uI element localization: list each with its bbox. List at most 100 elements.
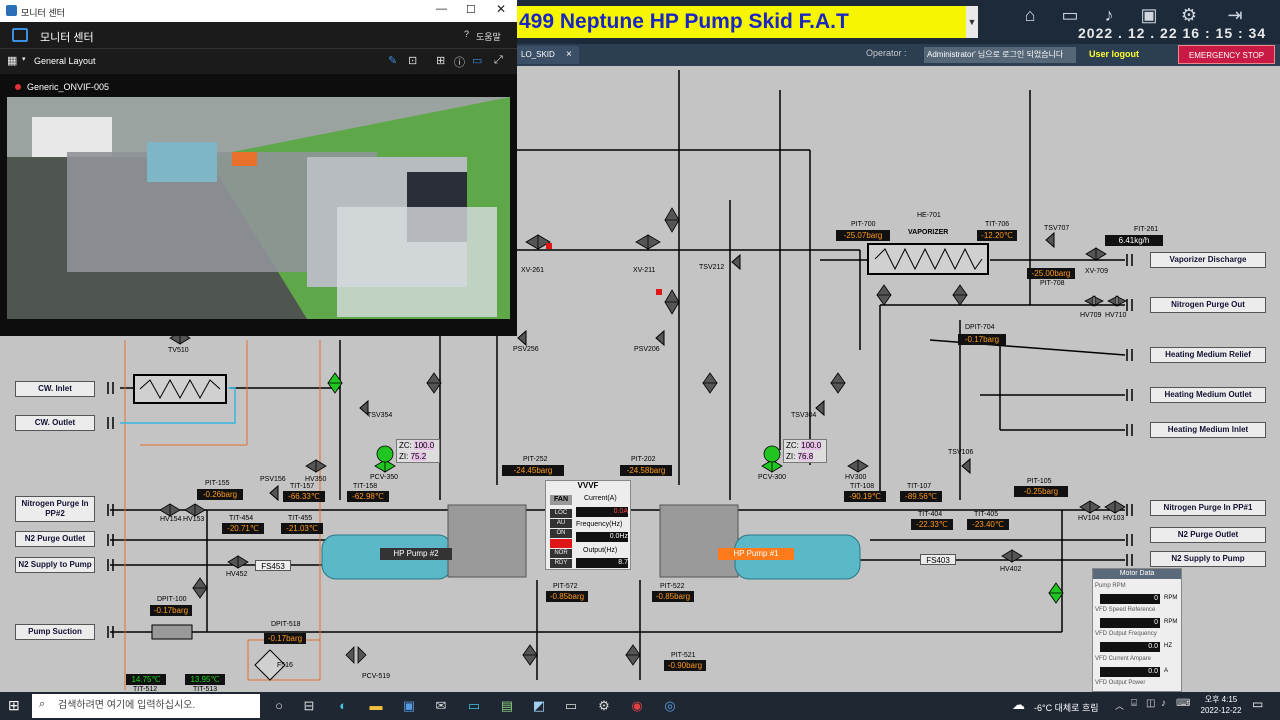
chevron-down-icon[interactable]: ▾ [22,56,26,63]
valve-label: PSV206 [634,346,660,353]
clock-date[interactable]: 2022-12-22 [1200,706,1242,715]
valve-label: XV-709 [1085,268,1108,275]
cortana-icon[interactable]: ○ [275,698,283,713]
valve-label: HV104 [1078,515,1100,522]
fit261-value: 6.41kg/h [1105,235,1163,246]
keyboard-icon[interactable]: ⌨ [1176,698,1191,709]
dest-heating-medium-outlet[interactable]: Heating Medium Outlet [1150,387,1266,403]
home-icon[interactable]: ⌂ [1024,5,1036,25]
pump1-label[interactable]: HP Pump #1 [718,548,794,560]
app-icon-4[interactable]: ◉ [631,698,643,713]
volume-icon[interactable]: ♪ [1161,698,1166,709]
vvvf-freq: 0.0Hz [576,532,628,542]
layout-selector[interactable]: General Layout [34,56,96,66]
task-view-icon[interactable]: ⊟ [303,698,315,713]
src-pump-suction[interactable]: Pump Suction [15,624,95,640]
tab-lo-skid[interactable]: LO_SKID [515,46,579,64]
monitor-header: 모니터 센터 ? 도움말 [0,22,517,48]
display-mode-icon[interactable]: ⊡ [408,55,418,67]
motor-speedref-label: VFD Speed Reference [1095,607,1156,613]
monitor-icon[interactable]: ▣ [1140,5,1158,25]
settings-icon[interactable]: ⚙ [598,698,610,713]
monitor-center-icon[interactable]: ◎ [664,698,676,713]
vvvf-fan[interactable]: FAN [550,495,572,505]
pit105-label: PIT-105 [1027,478,1052,485]
pit202-value: -24.58barg [620,465,672,476]
title-dropdown-icon[interactable]: ▼ [966,6,978,38]
vvvf-freq-label: Frequency(Hz) [576,521,623,528]
hmi-title[interactable]: 499 Neptune HP Pump Skid F.A.T [515,6,977,38]
info-icon[interactable]: ⓘ [454,57,465,69]
app-icon-2[interactable]: ▤ [500,698,514,713]
mail-icon[interactable]: ✉ [435,698,447,713]
pcv300-box[interactable]: ZC: 100.0 ZI: 76.8 [783,439,827,463]
emergency-stop-button[interactable]: EMERGENCY STOP [1178,45,1275,64]
motor-speedref-value: 0 [1100,618,1160,628]
tit513-value: 13.95℃ [185,674,225,685]
pit572-value: -0.85barg [546,591,588,602]
logout-button[interactable]: User logout [1089,49,1140,59]
exit-icon[interactable]: ⇥ [1227,5,1243,25]
tit454-label: TIT-454 [229,515,254,522]
help-link[interactable]: 도움말 [476,32,501,42]
dest-vaporizer-discharge[interactable]: Vaporizer Discharge [1150,252,1266,268]
motor-current-unit: A [1164,668,1169,674]
src-cw-outlet[interactable]: CW. Outlet [15,415,95,431]
monitor-titlebar[interactable]: 모니터 센터 — ☐ ✕ [0,0,517,22]
notification-icon[interactable]: ▭ [1252,697,1264,711]
dest-n2-supply-pump[interactable]: N2 Supply to Pump [1150,551,1266,567]
motor-data-title: Motor Data [1093,569,1181,579]
speaker-icon[interactable]: ♪ [1104,5,1114,25]
src-nitrogen-purge-pp2[interactable]: Nitrogen Purge In PP#2 [15,496,95,522]
network-icon[interactable]: ⌸ [1131,698,1137,709]
maximize-icon[interactable]: ☐ [466,4,476,16]
fullscreen-icon[interactable]: ⤢ [494,54,503,66]
tray-app-icon[interactable]: ◫ [1146,698,1156,709]
pcv300-zi-label: ZI: [786,452,796,461]
src-cw-inlet[interactable]: CW. Inlet [15,381,95,397]
grid-icon[interactable]: ▦ [7,55,18,67]
dest-heating-medium-relief[interactable]: Heating Medium Relief [1150,347,1266,363]
pin-icon[interactable]: ✎ [388,55,398,67]
dest-nitrogen-purge-pp1[interactable]: Nitrogen Purge In PP#1 [1150,500,1266,516]
dest-nitrogen-purge-out[interactable]: Nitrogen Purge Out [1150,297,1266,313]
tab-close-icon[interactable]: × [566,49,572,60]
explorer-icon[interactable]: ▬ [369,698,383,713]
folder-icon[interactable]: ▭ [1061,5,1079,25]
minimize-icon[interactable]: — [436,3,447,15]
close-icon[interactable]: ✕ [496,2,507,16]
tit158-label: TIT-158 [353,483,378,490]
taskbar-search[interactable]: 검색하려면 여기에 입력하십시오. [32,694,260,718]
window-mode-icon[interactable]: ▭ [472,55,483,67]
vvvf-panel[interactable]: VVVF FAN Current(A) 0.0A Frequency(Hz) 0… [545,480,631,570]
pit700-value: -25.07barg [836,230,890,241]
src-n2-purge-outlet[interactable]: N2 Purge Outlet [15,531,95,547]
tit706-label: TIT-706 [985,221,1010,228]
help-icon[interactable]: ? [464,29,470,39]
weather[interactable]: -6°C 대체로 흐림 [1034,703,1099,713]
gear-icon[interactable]: ⚙ [1180,5,1198,25]
pcv350-box[interactable]: ZC: 100.0 ZI: 75.2 [396,439,440,463]
windows-start-icon[interactable]: ⊞ [8,697,20,713]
camera-feed[interactable] [7,97,510,319]
app-icon-1[interactable]: ▭ [467,698,481,713]
vvvf-output: 8.7 [576,558,628,568]
store-icon[interactable]: ▣ [402,698,416,713]
dpit100-value: -0.17barg [150,605,192,616]
valve-label: TSV707 [1044,225,1070,232]
pit522-value: -0.85barg [652,591,694,602]
tit706-value: -12.20℃ [977,230,1017,241]
app-icon-3[interactable]: ◩ [532,698,546,713]
edge-icon[interactable]: ◐ [339,698,347,713]
tray-chevron-icon[interactable]: ︿ [1115,701,1125,711]
dest-heating-medium-inlet[interactable]: Heating Medium Inlet [1150,422,1266,438]
vvvf-state-rdy: RDY [550,559,572,568]
pump2-label[interactable]: HP Pump #2 [380,548,452,560]
snapshot-icon[interactable]: ⊞ [436,55,446,67]
terminal-icon[interactable]: ▭ [564,698,578,713]
dest-n2-purge-outlet[interactable]: N2 Purge Outlet [1150,527,1266,543]
pcv300-zi: 76.8 [797,452,814,461]
src-n2-supply-pump[interactable]: N2 Supply to Pump [15,557,95,573]
clock-time[interactable]: 오후 4:15 [1204,695,1238,704]
pit155-value: -0.26barg [197,489,243,500]
